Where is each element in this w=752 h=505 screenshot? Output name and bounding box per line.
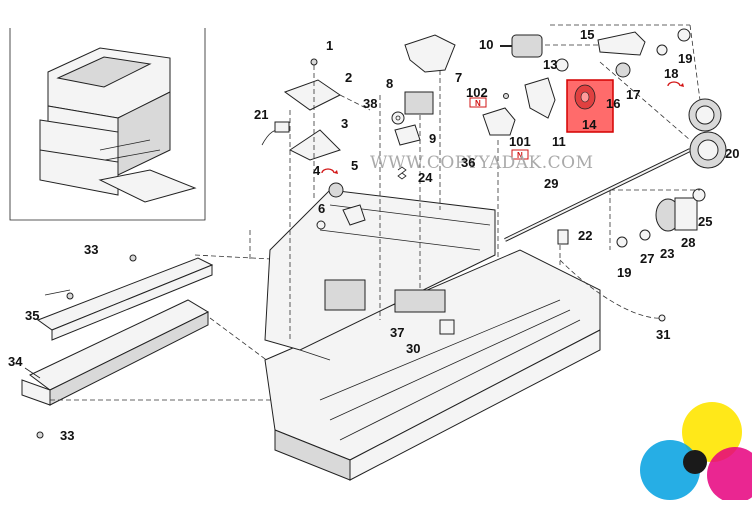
- callout-13: 13: [543, 57, 557, 72]
- rotation-arrow-icon: [321, 168, 338, 174]
- callout-19b: 19: [617, 265, 631, 280]
- callout-4: 4: [313, 163, 321, 178]
- callout-25: 25: [698, 214, 712, 229]
- callout-31: 31: [656, 327, 670, 342]
- callout-37: 37: [390, 325, 404, 340]
- callout-9: 9: [429, 131, 436, 146]
- shaft-29: [504, 148, 691, 242]
- left-scanner-assembly: [21, 254, 291, 406]
- callout-23: 23: [660, 246, 674, 261]
- callout-18: 18: [664, 66, 678, 81]
- callout-102: 102: [466, 85, 488, 100]
- callout-10: 10: [479, 37, 493, 52]
- color-dots-logo-icon: [640, 402, 752, 503]
- callout-8: 8: [386, 76, 393, 91]
- watermark: WWW.COPYYADAK.COM: [370, 153, 594, 173]
- callout-6: 6: [318, 201, 325, 216]
- callout-11: 11: [552, 134, 566, 149]
- callout-1: 1: [326, 38, 333, 53]
- callout-101: 101: [509, 134, 531, 149]
- callout-22: 22: [578, 228, 592, 243]
- rotation-arrow-icon: [667, 81, 684, 87]
- callout-30: 30: [406, 341, 420, 356]
- callout-28: 28: [681, 235, 695, 250]
- callout-16: 16: [606, 96, 620, 111]
- callout-29: 29: [544, 176, 558, 191]
- main-frame: [264, 189, 601, 481]
- callout-38: 38: [363, 96, 377, 111]
- callout-27: 27: [640, 251, 654, 266]
- callout-34: 34: [8, 354, 23, 369]
- callout-5: 5: [351, 158, 358, 173]
- callout-20: 20: [725, 146, 739, 161]
- callout-19: 19: [678, 51, 692, 66]
- svg-text:N: N: [517, 151, 523, 160]
- callout-14: 14: [582, 117, 597, 132]
- svg-text:N: N: [475, 99, 481, 108]
- callout-17: 17: [626, 87, 640, 102]
- callout-2: 2: [345, 70, 352, 85]
- upper-parts: [36, 28, 727, 439]
- copier-machine-icon: [9, 28, 206, 221]
- callout-7: 7: [455, 70, 462, 85]
- callout-numbers: 1 2 3 4 5 6 7 8 9 10 11 13 14 15 16 17 1…: [8, 27, 739, 443]
- callout-33a: 33: [84, 242, 98, 257]
- n-mark-2: N: [511, 149, 529, 160]
- callout-24: 24: [418, 170, 433, 185]
- callout-36: 36: [461, 155, 475, 170]
- callout-35: 35: [25, 308, 39, 323]
- callout-33b: 33: [60, 428, 74, 443]
- callout-15: 15: [580, 27, 594, 42]
- leader-lines: [249, 24, 701, 340]
- callout-3: 3: [341, 116, 348, 131]
- callout-21: 21: [254, 107, 268, 122]
- n-mark-1: N: [469, 97, 487, 108]
